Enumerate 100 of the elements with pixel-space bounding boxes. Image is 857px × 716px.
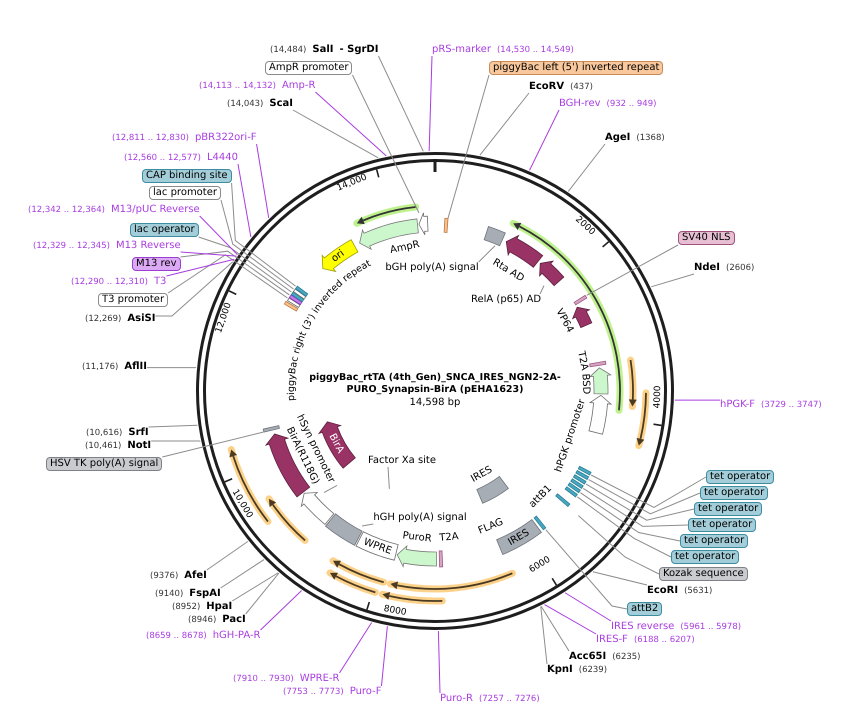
leader-line [206, 540, 248, 570]
feature-label: lac promoter [149, 186, 221, 200]
feature-label: AmpR [388, 239, 420, 258]
feature-block [325, 513, 362, 546]
feature-mark [289, 294, 302, 305]
cut-position: (5631) [684, 585, 712, 597]
feature-label: RelA (p65) AD [470, 294, 542, 306]
feature-label: tet operator [680, 534, 748, 548]
enzyme-name: ScaI [269, 98, 293, 110]
enzyme-name: AsiSI [127, 313, 156, 325]
feature-label: VP64 [552, 306, 576, 335]
primer-name: L4440 [206, 152, 238, 164]
cut-position: (11,176) [82, 361, 118, 373]
orf-arc [635, 389, 650, 450]
feature-label: tet operator [700, 486, 768, 500]
primer-name: hGH-PA-R [212, 630, 261, 642]
feature-label: attB2 [627, 602, 662, 616]
primer-name: WPRE-R [300, 673, 340, 685]
feature-label: lac operator [130, 223, 199, 237]
primer-name: Amp-R [282, 80, 316, 92]
cut-position: (12,269) [85, 313, 122, 325]
leader-line [479, 92, 530, 156]
primer-name: BGH-rev [559, 98, 601, 110]
orf-arc [330, 557, 388, 586]
cut-position: (14,484) [270, 44, 306, 56]
orf-arc [228, 446, 272, 526]
primer-position: (932 .. 949) [606, 98, 656, 110]
feature-mark [290, 292, 304, 302]
enzyme-name: AgeI [605, 132, 630, 144]
feature-mark [293, 288, 306, 300]
leader-line [150, 440, 201, 442]
feature-mark [564, 486, 578, 498]
leader-line [650, 274, 694, 288]
cut-position: (1368) [636, 132, 665, 144]
leader-line [168, 254, 288, 298]
leader-line [378, 56, 424, 152]
enzyme-name: Acc65I [569, 651, 606, 663]
feature-label: tet operator [706, 470, 774, 484]
leader-line [162, 432, 264, 458]
leader-line [592, 571, 648, 586]
enzyme-name: HpaI [206, 601, 232, 613]
leader-line [388, 466, 390, 490]
leader-line [544, 604, 596, 634]
feature-block [484, 226, 506, 246]
leader-line [586, 484, 694, 521]
primer-name: hPGK-F [720, 399, 755, 411]
plasmid-length: 14,598 bp [410, 397, 460, 409]
primer-position: (12,290 .. 12,310) [71, 276, 148, 288]
leader-line [578, 515, 660, 574]
leader-line [580, 492, 680, 542]
primer-name: M13 Reverse [116, 240, 181, 252]
scale-label: 4000 [653, 386, 664, 409]
plasmid-name: piggyBac_rtTA (4th_Gen)_SNCA_IRES_NGN2-2A-PURO_Synapsin-BirA (pEHA1623) [308, 372, 562, 396]
feature-label: T2A [574, 350, 590, 372]
primer-position: (12,560 .. 12,577) [124, 152, 201, 164]
cut-position: (6235) [612, 651, 640, 663]
primer-name: pBR322ori-F [194, 132, 257, 144]
primer-position: (6188 .. 6207) [634, 634, 695, 646]
leader-line [231, 182, 296, 287]
primer-position: (14,530 .. 14,549) [496, 44, 574, 56]
leader-line [245, 572, 280, 614]
leader-line [674, 400, 720, 401]
leader-line [146, 367, 197, 368]
primer-name: IRES-F [596, 634, 628, 646]
leader-line [528, 110, 560, 171]
feature-mark [575, 470, 590, 480]
enzyme-name: SrfI [128, 427, 149, 439]
leader-line [438, 630, 440, 694]
feature-label: CAP binding site [142, 169, 232, 183]
cut-position: (10,616) [86, 427, 122, 439]
leader-line [260, 590, 302, 630]
primer-position: (14,113 .. 14,132) [199, 80, 276, 92]
cut-position: (437) [570, 81, 593, 93]
feature-label: PuroR [402, 530, 432, 546]
primer-position: (3729 .. 3747) [761, 399, 822, 411]
primer-name: T3 [154, 276, 166, 288]
orf-arc [326, 569, 379, 596]
feature-mark [287, 298, 300, 308]
leader-line [545, 529, 628, 610]
feature-label: T3 promoter [98, 293, 168, 307]
cut-position: (9140) [155, 588, 184, 600]
feature-label: HSV TK poly(A) signal [46, 457, 162, 471]
feature-mark [570, 478, 584, 489]
leader-line [256, 144, 270, 218]
leader-line [582, 488, 688, 527]
feature-mark [568, 482, 581, 494]
enzyme-name: NotI [127, 440, 152, 452]
leader-line [568, 144, 606, 192]
leader-line [166, 258, 235, 276]
feature-segment [396, 546, 437, 568]
feature-label: Kozak sequence [659, 567, 748, 581]
feature-label: tet operator [688, 518, 756, 532]
feature-label: SV40 NLS [678, 231, 734, 245]
feature-mark [534, 516, 546, 530]
feature-label: hGH poly(A) signal [373, 512, 467, 524]
leader-line [180, 252, 237, 257]
primer-position: (7910 .. 7930) [233, 673, 294, 685]
cut-position: (8946) [188, 614, 216, 626]
leader-line [588, 479, 700, 514]
feature-label: tet operator [671, 550, 740, 564]
